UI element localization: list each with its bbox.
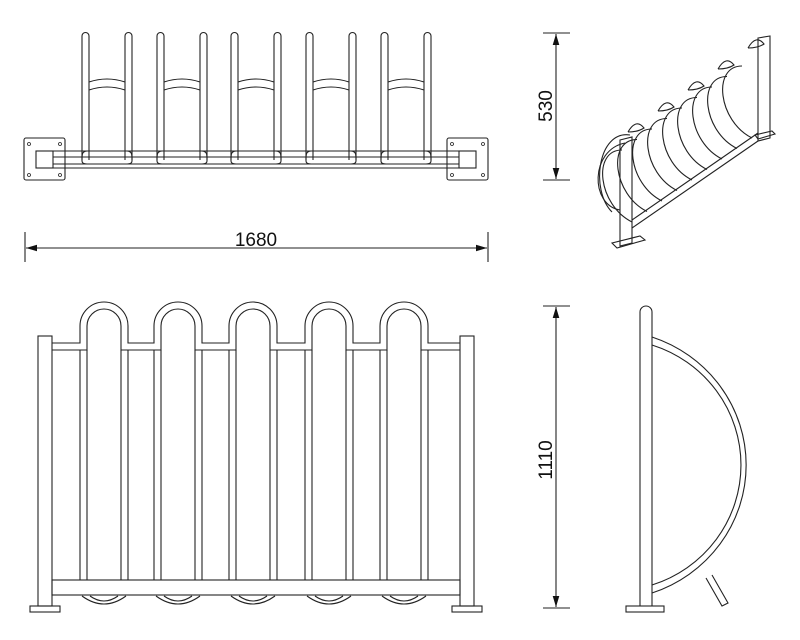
- isometric-hoop-top: [687, 81, 705, 91]
- isometric-hoop: [722, 65, 753, 139]
- front-vertical-bar: [79, 350, 88, 580]
- top-view-hoop-arc: [88, 78, 126, 91]
- top-view-bar: [273, 31, 282, 160]
- front-vertical-bar: [194, 350, 203, 580]
- front-vertical-bar: [120, 350, 129, 580]
- front-bottom-rail: [51, 579, 461, 596]
- height-label: 1110: [536, 440, 557, 479]
- front-top-rail-outer: [52, 301, 460, 344]
- front-view: [29, 335, 483, 613]
- front-hoop-bottom: [306, 595, 352, 605]
- top-view-bar-base: [230, 150, 282, 165]
- isometric-hoop-top: [747, 39, 765, 49]
- top-view-bar-base: [305, 150, 357, 165]
- top-view-bar-base: [81, 150, 133, 165]
- isometric-hoop: [632, 128, 663, 202]
- front-hoop-bottom: [230, 595, 276, 605]
- side-hoop-outer: [651, 336, 747, 594]
- top-view-bar: [156, 31, 165, 160]
- isometric-hoop-top: [627, 123, 645, 133]
- right-post-block: [458, 150, 477, 169]
- top-view-bar-base: [380, 150, 432, 165]
- top-view-bar: [230, 31, 239, 160]
- side-post: [639, 305, 653, 607]
- top-view-bar: [423, 31, 432, 160]
- top-view-bar: [199, 31, 208, 160]
- front-vertical-bar: [304, 350, 313, 580]
- top-view-bar: [124, 31, 133, 160]
- top-view-hoop-arc: [387, 78, 425, 91]
- top-view-bar: [305, 31, 314, 160]
- front-left-post: [37, 335, 53, 607]
- front-left-foot: [29, 605, 61, 613]
- isometric-hoop: [617, 138, 648, 212]
- front-vertical-bar: [345, 350, 354, 580]
- isometric-hoop-top: [657, 102, 675, 112]
- front-view-hoops: [52, 301, 460, 605]
- isometric-hoop: [692, 86, 723, 160]
- isometric-hoop: [677, 96, 708, 170]
- top-view-hoop-arc: [237, 78, 275, 91]
- top-view-bolts: [27, 142, 485, 177]
- top-view-bar: [81, 31, 90, 160]
- front-vertical-bar: [153, 350, 162, 580]
- top-view: [23, 137, 489, 181]
- front-top-rail-inner: [52, 308, 460, 351]
- depth-dimension: 530: [536, 32, 570, 181]
- isometric-hoop: [602, 149, 633, 223]
- width-dimension: 1680: [24, 230, 489, 262]
- top-view-bar: [380, 31, 389, 160]
- side-foot: [625, 605, 665, 613]
- side-view: [625, 305, 747, 613]
- isometric-hoop: [662, 107, 693, 181]
- top-view-hoop-arc: [163, 78, 201, 91]
- front-vertical-bar: [228, 350, 237, 580]
- right-base-plate: [446, 137, 489, 181]
- height-dimension: 1110: [536, 305, 570, 609]
- top-view-bays: [81, 31, 432, 165]
- front-hoop-bottom: [81, 595, 127, 605]
- front-hoop-bottom: [155, 595, 201, 605]
- width-label: 1680: [235, 230, 277, 251]
- front-right-post: [459, 335, 475, 607]
- front-hoop-bottom: [381, 595, 427, 605]
- isometric-hoop: [707, 75, 738, 149]
- front-vertical-bar: [420, 350, 429, 580]
- isometric-view: [597, 35, 777, 249]
- isometric-hoop-top: [717, 60, 735, 70]
- front-vertical-bar: [379, 350, 388, 580]
- front-vertical-bar: [269, 350, 278, 580]
- front-right-foot: [451, 605, 483, 613]
- left-post-block: [35, 150, 54, 169]
- isometric-hoops: [602, 39, 765, 223]
- top-view-bar-base: [156, 150, 208, 165]
- isometric-hoop: [647, 117, 678, 191]
- depth-label: 530: [536, 90, 557, 122]
- top-view-bar: [348, 31, 357, 160]
- left-base-plate: [23, 137, 66, 181]
- top-view-hoop-arc: [312, 78, 350, 91]
